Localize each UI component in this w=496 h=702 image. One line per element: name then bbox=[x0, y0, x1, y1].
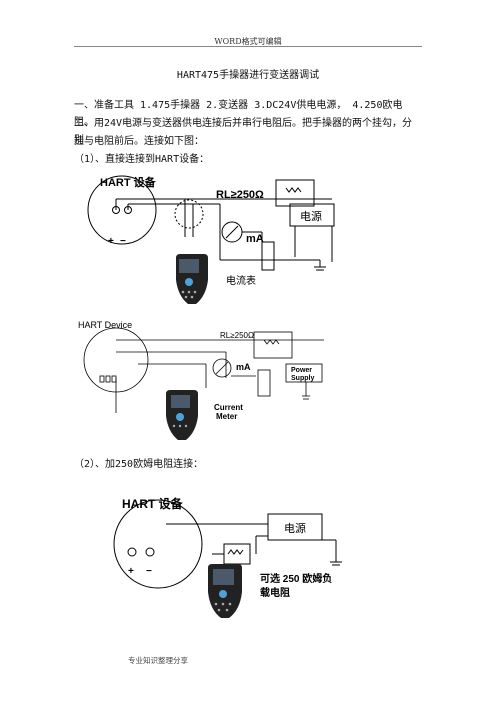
figure-resistor-connection: HART 设备 + − 电源 可选 250 欧姆负 载电阻 bbox=[113, 496, 342, 618]
fig3-power-box bbox=[267, 513, 323, 541]
fig2-device-label: HART Device bbox=[78, 320, 132, 330]
communicator-device-1 bbox=[174, 254, 208, 304]
fig2-meter-label: mA bbox=[236, 362, 251, 372]
page-header: WORD格式可编辑 bbox=[214, 37, 282, 46]
svg-text:Supply: Supply bbox=[291, 375, 314, 382]
svg-text:−: − bbox=[146, 566, 152, 577]
fig1-meter-caption: 电流表 bbox=[226, 274, 256, 287]
svg-text:Meter: Meter bbox=[216, 412, 237, 421]
fig1-power-label: 电源 bbox=[300, 209, 322, 223]
communicator-device-2 bbox=[166, 390, 198, 440]
communicator-device-3 bbox=[208, 564, 242, 618]
fig1-meter-label: mA bbox=[246, 233, 264, 245]
svg-text:Power: Power bbox=[291, 367, 312, 374]
document-title: HART475手操器进行变送器调试 bbox=[176, 70, 320, 81]
hart-device-body bbox=[87, 175, 157, 245]
svg-text:+: + bbox=[108, 236, 114, 247]
figure-direct-connection-english: HART Device RL≥250Ω Power Supply mA Curr… bbox=[78, 320, 324, 440]
svg-text:−: − bbox=[120, 236, 126, 247]
fig2-resistor-label: RL≥250Ω bbox=[220, 331, 254, 340]
svg-text:+: + bbox=[128, 566, 134, 577]
fig1-resistor-label: RL≥250Ω bbox=[216, 189, 264, 201]
svg-text:可选 250 欧姆负: 可选 250 欧姆负 bbox=[260, 572, 332, 585]
paragraph-direct-connection: （1）、直接连接到HART设备： bbox=[74, 154, 210, 165]
svg-text:Current: Current bbox=[214, 403, 243, 412]
svg-text:载电阻: 载电阻 bbox=[260, 586, 290, 599]
paragraph-connect-line2: 挂与电阻前后。连接如下图： bbox=[74, 136, 204, 147]
paragraph-resistor-connection: （2）、加250欧姆电阻连接： bbox=[74, 459, 204, 470]
header-divider bbox=[74, 46, 422, 47]
paragraph-connect-line1: 二、用24V电源与变送器供电连接后并串行电阻后。把手操器的两个挂勾，分别 bbox=[74, 118, 413, 146]
paragraph-tools: 一、准备工具 1.475手操器 2.变送器 3.DC24V供电电源， 4.250… bbox=[74, 100, 403, 128]
fig3-power-label: 电源 bbox=[284, 521, 306, 535]
figure-direct-connection: HART 设备 + − RL≥250Ω 电源 mA 电流表 bbox=[87, 175, 335, 304]
page-footer: 专业知识整理分享 bbox=[128, 656, 188, 665]
power-box bbox=[289, 203, 335, 227]
fig1-device-label: HART 设备 bbox=[100, 175, 157, 189]
fig3-device-label: HART 设备 bbox=[122, 496, 184, 511]
